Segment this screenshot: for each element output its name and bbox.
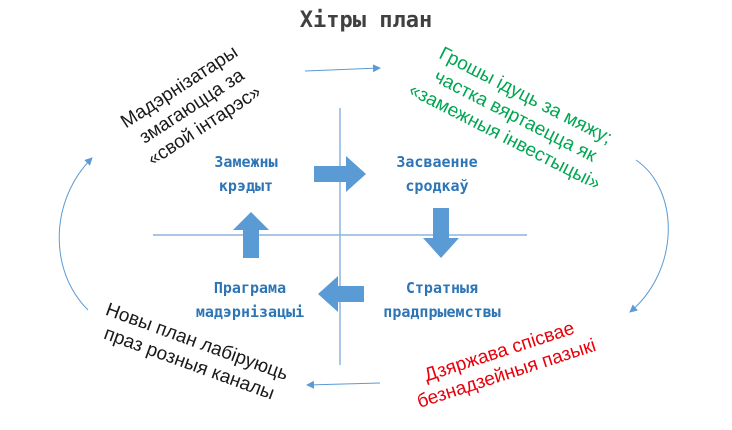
node-modernization-program: Праграма мадэрнізацыі <box>186 276 314 324</box>
block-arrow-down <box>423 208 459 258</box>
node-foreign-credit-line2: крэдыт <box>218 177 274 195</box>
node-modernization-program-line1: Праграма <box>213 279 287 297</box>
node-loss-making-enterprises-line1: Стратныя <box>405 279 479 297</box>
cycle-arrow-top <box>304 64 381 73</box>
node-funds-absorption: Засваенне сродкаў <box>375 150 499 198</box>
node-foreign-credit-line1: Замежны <box>214 153 278 171</box>
node-loss-making-enterprises-line2: прадпрыемствы <box>383 303 501 321</box>
block-arrow-left <box>318 276 364 312</box>
cycle-arrow-right <box>629 159 669 313</box>
diagram-title: Хітры план <box>299 8 433 33</box>
node-funds-absorption-line1: Засваенне <box>396 153 478 171</box>
node-foreign-credit: Замежны крэдыт <box>190 150 302 198</box>
node-funds-absorption-line2: сродкаў <box>405 177 469 195</box>
node-loss-making-enterprises: Стратныя прадпрыемствы <box>368 276 516 324</box>
block-arrow-up <box>233 212 269 258</box>
node-modernization-program-line2: мадэрнізацыі <box>195 303 305 321</box>
block-arrow-right <box>314 156 366 192</box>
cycle-arrow-left <box>58 157 93 311</box>
cycle-arrow-bottom <box>306 380 381 389</box>
